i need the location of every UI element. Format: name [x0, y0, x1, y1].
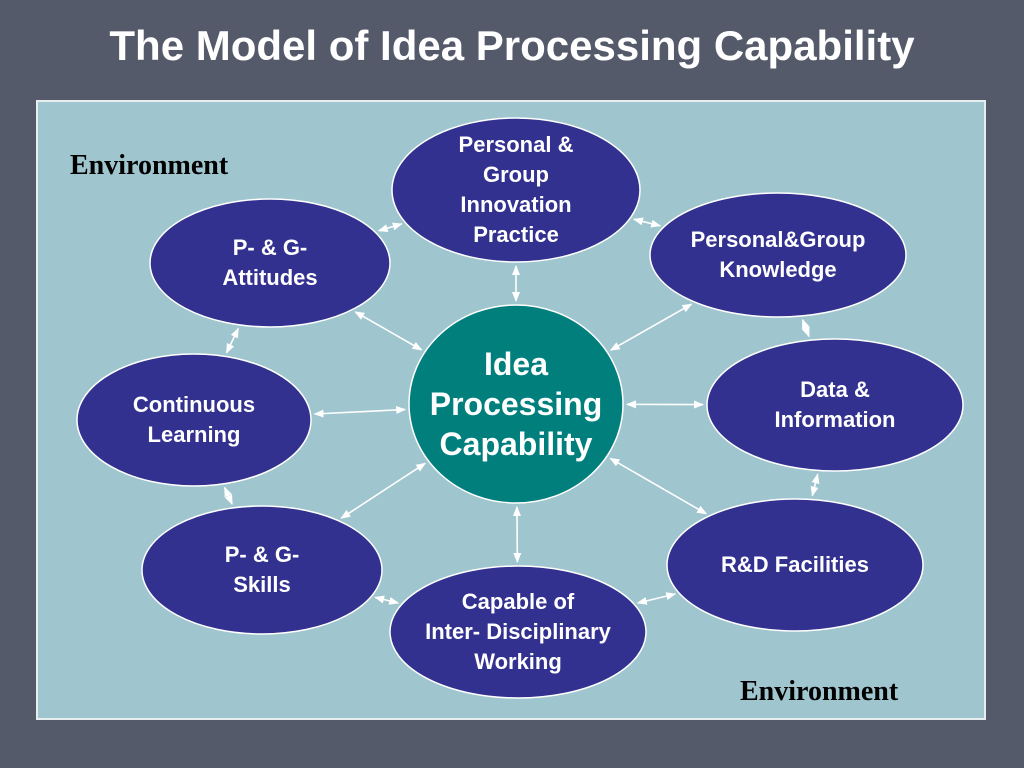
node-skills-label: P- & G- Skills	[224, 542, 300, 597]
node-data-label: Data & Information	[774, 377, 896, 432]
environment-label-bottom: Environment	[740, 676, 899, 707]
connector-data-rd	[810, 473, 820, 497]
node-learning-shape	[76, 353, 312, 487]
node-innovation-shape	[391, 117, 641, 263]
node-interdisciplinary-shape	[389, 565, 647, 699]
node-interdisciplinary-label: Capable of Inter- Disciplinary Working	[425, 589, 611, 674]
node-attitudes-label: P- & G- Attitudes	[222, 235, 318, 290]
connector-learning-attitudes	[225, 327, 239, 354]
node-data-shape	[706, 338, 964, 472]
connector-layer	[223, 217, 820, 605]
connector-attitudes-innovation	[377, 222, 403, 233]
environment-label-top: Environment	[70, 150, 229, 181]
node-rd-shape	[666, 498, 924, 632]
node-knowledge-label: Personal&Group Knowledge	[690, 227, 866, 282]
connector-center-learning	[313, 405, 407, 418]
node-rd-label: R&D Facilities	[721, 552, 869, 577]
slide-title: The Model of Idea Processing Capability	[109, 22, 915, 69]
node-innovation-label: Personal & Group Innovation Practice	[458, 132, 574, 247]
connector-center-knowledge	[609, 303, 693, 351]
connector-interdisciplinary-skills	[374, 595, 400, 605]
connector-center-rd	[609, 457, 708, 515]
node-knowledge-shape	[649, 192, 907, 318]
connector-skills-learning	[223, 486, 233, 506]
node-learning-label: Continuous Learning	[132, 392, 256, 447]
connector-center-skills	[340, 462, 427, 519]
node-layer	[76, 117, 964, 699]
connector-center-attitudes	[354, 311, 423, 351]
node-attitudes-shape	[149, 198, 391, 328]
connector-innovation-knowledge	[632, 217, 662, 228]
node-center-shape	[408, 304, 624, 504]
node-skills-shape	[141, 505, 383, 635]
connector-knowledge-data	[801, 318, 810, 338]
connector-rd-interdisciplinary	[636, 592, 677, 605]
node-center-label: Idea Processing Capability	[429, 346, 603, 462]
